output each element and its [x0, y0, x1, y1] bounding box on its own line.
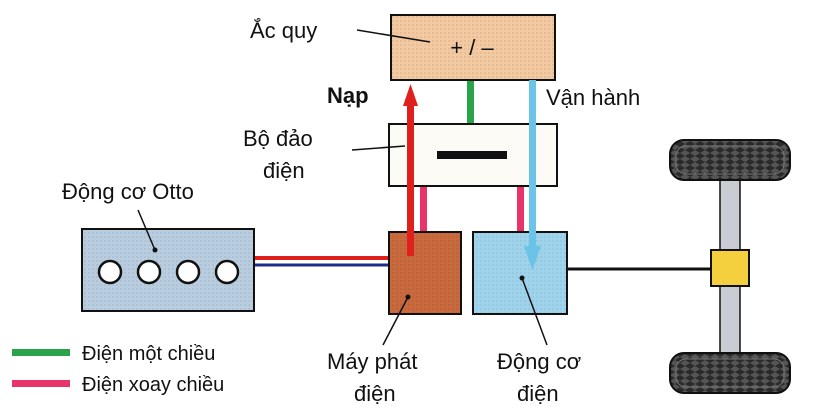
legend-ac-swatch: [12, 380, 70, 387]
differential-hub: [710, 249, 750, 287]
rear-tire-icon: [669, 352, 791, 394]
battery-sign: + / –: [450, 35, 494, 60]
inverter-label-line1: Bộ đảo: [243, 126, 313, 151]
engine-leader-dot: [152, 247, 158, 253]
battery-texture: [391, 15, 555, 80]
operate-arrow: [524, 80, 541, 270]
ac-link-generator-line: [420, 186, 427, 232]
cylinder-3-icon: [175, 259, 201, 285]
dc-link-line: [467, 80, 474, 124]
engine-leader: [137, 209, 156, 251]
inverter-symbol: [437, 151, 507, 159]
motor-texture: [473, 232, 567, 314]
cylinder-1-icon: [97, 259, 123, 285]
front-tire-icon: [669, 139, 791, 181]
battery-leader: [356, 29, 431, 43]
inverter-leader: [351, 145, 406, 151]
inverter-label-line2: điện: [263, 158, 305, 183]
operate-label: Vận hành: [546, 85, 640, 110]
engine-label: Động cơ Otto: [62, 179, 194, 204]
generator-texture: [389, 232, 461, 314]
motor-leader: [521, 277, 548, 346]
charge-label: Nạp: [327, 83, 369, 108]
ac-link-motor-line: [517, 186, 524, 232]
motor-label-line1: Động cơ: [497, 349, 581, 374]
battery-label: Ắc quy: [250, 18, 317, 43]
legend-ac-label: Điện xoay chiều: [82, 374, 224, 396]
legend-dc-swatch: [12, 349, 70, 356]
legend: Điện một chiều Điện xoay chiều: [12, 343, 224, 396]
generator-label-line1: Máy phát: [327, 349, 418, 374]
legend-dc-label: Điện một chiều: [82, 343, 215, 365]
motor-label-line2: điện: [517, 381, 559, 406]
generator-label-line2: điện: [354, 381, 396, 406]
generator-leader: [382, 296, 409, 346]
cylinder-2-icon: [136, 259, 162, 285]
motor-leader-dot: [519, 275, 525, 281]
generator-leader-dot: [405, 294, 411, 300]
charge-arrow: [403, 84, 418, 256]
cylinder-4-icon: [214, 259, 240, 285]
